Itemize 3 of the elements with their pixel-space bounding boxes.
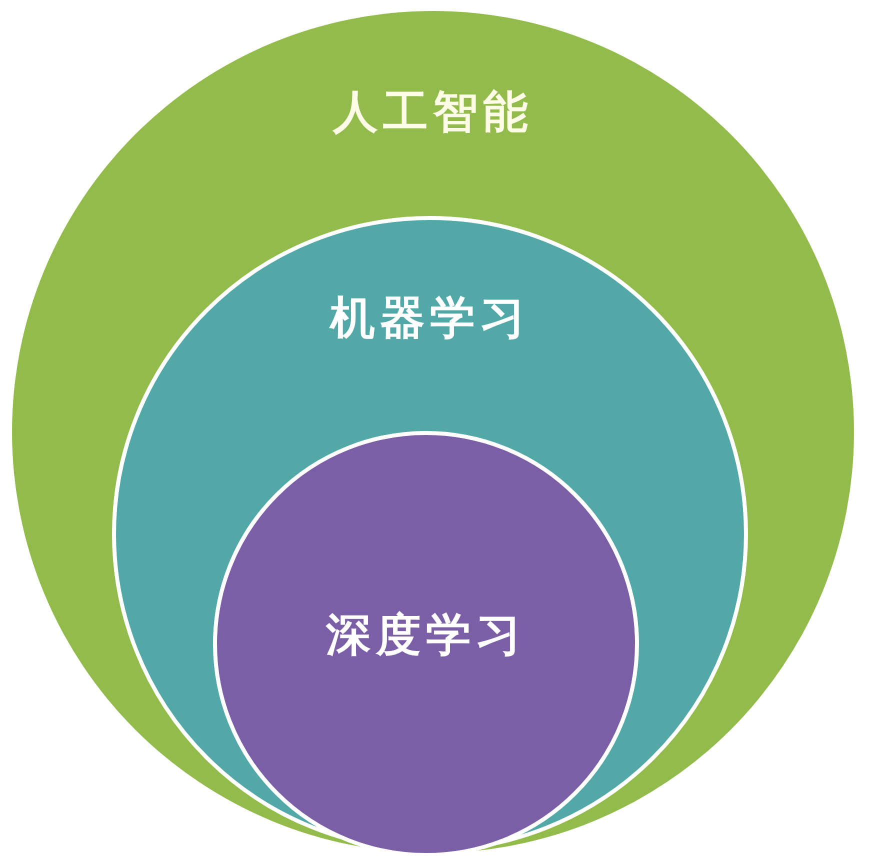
circle-label: 深度学习 xyxy=(326,609,526,661)
circle-label: 人工智能 xyxy=(333,86,533,138)
circle-label: 机器学习 xyxy=(330,292,530,344)
